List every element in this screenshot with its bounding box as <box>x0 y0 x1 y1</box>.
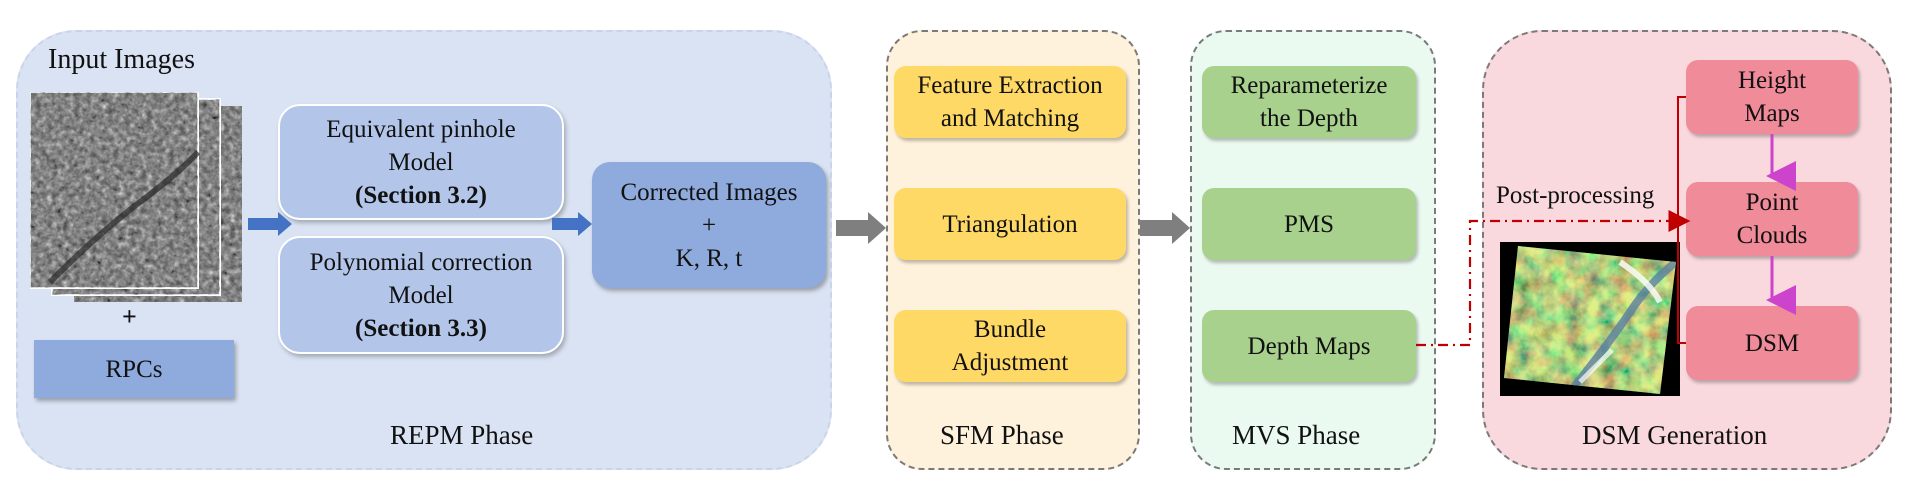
repm-phase-label: REPM Phase <box>390 420 534 450</box>
reparam-line1: Reparameterize <box>1230 72 1388 99</box>
mvs-phase-label: MVS Phase <box>1232 420 1361 450</box>
reparam-line2: the Depth <box>1260 105 1358 132</box>
pms-label: PMS <box>1283 210 1335 238</box>
input-images-stack <box>30 92 242 302</box>
dsm-bracket <box>1677 96 1686 344</box>
arrow-models-to-corrected <box>552 212 592 236</box>
arrow-images-to-models <box>248 212 292 236</box>
arrow-repm-to-sfm <box>836 212 886 244</box>
triangulation-box: Triangulation <box>894 188 1126 260</box>
height-line2: Maps <box>1744 100 1800 127</box>
dsm-generation-label: DSM Generation <box>1582 420 1768 450</box>
pinhole-section: (Section 3.2) <box>355 181 487 209</box>
rpcs-box: RPCs <box>34 340 234 398</box>
pinhole-line1: Equivalent pinhole <box>326 115 516 143</box>
bundle-line2: Adjustment <box>951 349 1069 376</box>
height-maps-box: Height Maps <box>1686 60 1858 134</box>
plus-sign: + <box>122 302 137 331</box>
corrected-line2: + <box>701 211 717 239</box>
equivalent-pinhole-model-box: Equivalent pinhole Model (Section 3.2) <box>278 104 564 220</box>
input-images-label: Input Images <box>48 44 195 75</box>
feature-extraction-box: Feature Extraction and Matching <box>894 66 1126 138</box>
triangulation-label: Triangulation <box>942 210 1078 238</box>
corrected-images-box: Corrected Images + K, R, t <box>592 162 826 288</box>
polynomial-correction-model-box: Polynomial correction Model (Section 3.3… <box>278 236 564 354</box>
dsm-colored-image <box>1500 242 1680 396</box>
pinhole-line2: Model <box>388 148 454 176</box>
polynomial-line2: Model <box>388 281 454 309</box>
polynomial-line1: Polynomial correction <box>309 248 533 276</box>
feature-line1: Feature Extraction <box>917 72 1103 99</box>
polynomial-section: (Section 3.3) <box>355 314 487 342</box>
depth-maps-label: Depth Maps <box>1247 332 1371 360</box>
point-clouds-box: Point Clouds <box>1686 182 1858 256</box>
satellite-image-front <box>30 92 201 289</box>
feature-line2: and Matching <box>940 105 1080 132</box>
depth-maps-box: Depth Maps <box>1202 310 1416 382</box>
height-line1: Height <box>1737 67 1807 94</box>
dsm-label: DSM <box>1744 329 1800 357</box>
rpcs-label: RPCs <box>105 355 163 383</box>
reparameterize-depth-box: Reparameterize the Depth <box>1202 66 1416 138</box>
corrected-line3: K, R, t <box>675 244 743 272</box>
sfm-phase-label: SFM Phase <box>940 420 1064 450</box>
point-line2: Clouds <box>1736 222 1808 249</box>
corrected-line1: Corrected Images <box>620 178 798 206</box>
post-processing-label: Post-processing <box>1496 182 1655 209</box>
arrow-depth-to-postprocessing <box>1416 210 1691 347</box>
point-line1: Point <box>1745 189 1799 216</box>
pms-box: PMS <box>1202 188 1416 260</box>
dsm-box: DSM <box>1686 306 1858 380</box>
bundle-line1: Bundle <box>973 316 1047 343</box>
arrow-sfm-to-mvs <box>1140 212 1190 244</box>
bundle-adjustment-box: Bundle Adjustment <box>894 310 1126 382</box>
